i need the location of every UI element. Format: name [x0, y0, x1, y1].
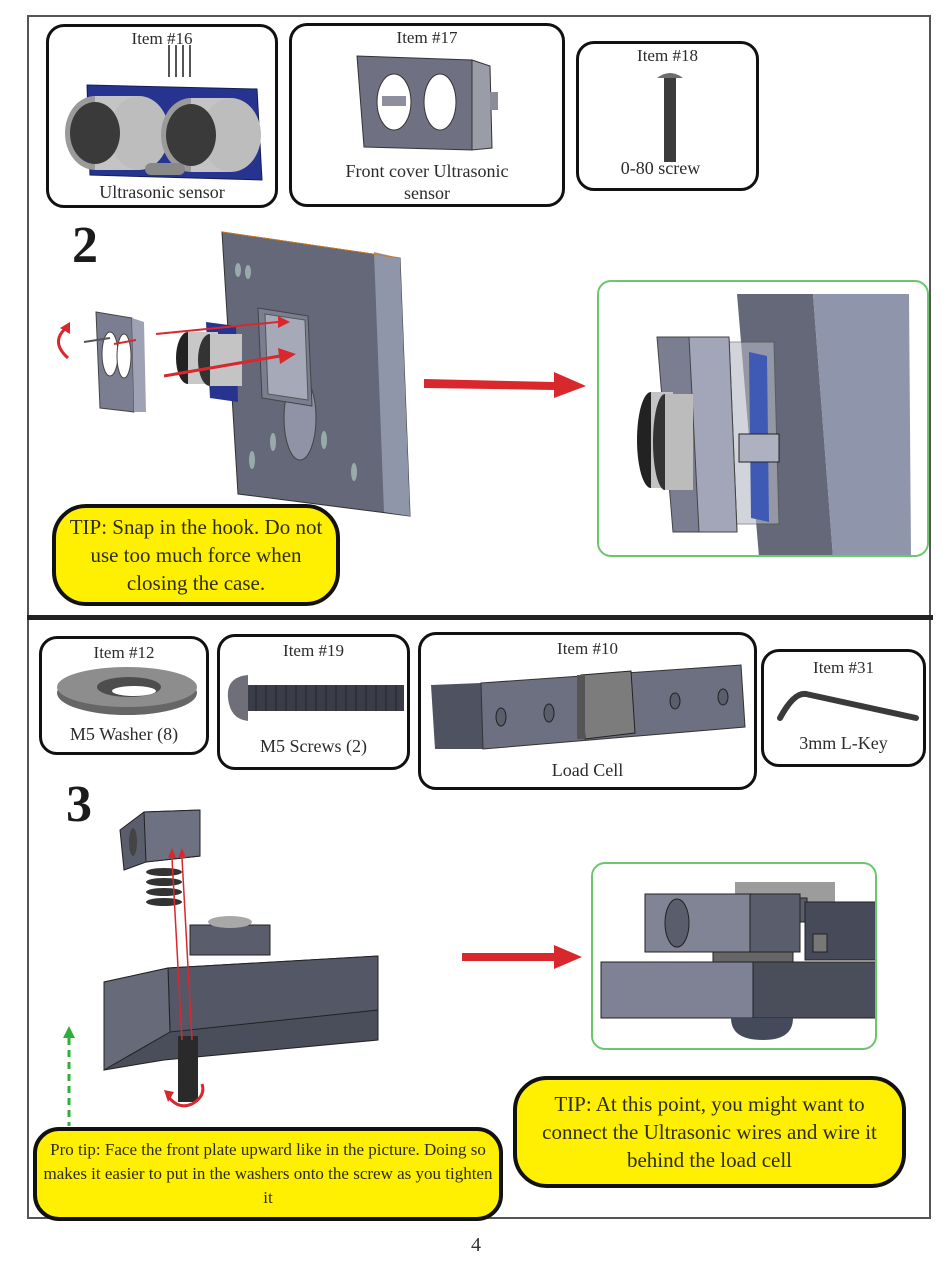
- step-2-result-view: [597, 280, 929, 557]
- page-number: 4: [471, 1234, 481, 1256]
- tip-callout-step-3: TIP: At this point, you might want to co…: [513, 1076, 906, 1188]
- item-title: Item #31: [813, 658, 874, 677]
- front-cover-icon: [356, 55, 498, 151]
- pro-tip-callout: Pro tip: Face the front plate upward lik…: [33, 1127, 503, 1221]
- step-number: 2: [72, 217, 98, 274]
- item-caption: Load Cell: [551, 760, 624, 780]
- guide-arrow-up-icon: [63, 1026, 75, 1126]
- item-title: Item #18: [637, 46, 698, 65]
- right-arrow-icon: [462, 945, 582, 969]
- item-card-12: Item #12 M5 Washer (8): [39, 636, 209, 755]
- item-card-10: Item #10 Load Cell: [418, 632, 757, 790]
- ultrasonic-sensor-icon: [65, 45, 263, 181]
- item-card-17: Item #17 Front cover Ultrasonic sensor: [289, 23, 565, 207]
- item-title: Item #10: [557, 639, 618, 658]
- item-card-18: Item #18 0-80 screw: [576, 41, 759, 191]
- load-cell-icon: [431, 664, 746, 750]
- item-caption: Front cover Ultrasonic sensor: [345, 161, 509, 203]
- screw-icon: [657, 73, 683, 162]
- step-3-exploded-illustration: [103, 809, 379, 1108]
- section-divider: [27, 615, 933, 620]
- washer-icon: [57, 667, 197, 715]
- item-caption: 3mm L-Key: [799, 733, 888, 753]
- assembled-load-cell-illustration: [600, 882, 875, 1040]
- step-3-result-view: [591, 862, 877, 1050]
- right-arrow-icon: [424, 372, 586, 398]
- assembled-sensor-illustration: [637, 294, 911, 555]
- item-card-16: Item #16 Ultrasonic sensor: [46, 24, 278, 208]
- m5-screw-icon: [227, 675, 404, 721]
- item-caption: Ultrasonic sensor: [99, 182, 225, 202]
- item-title: Item #12: [93, 643, 155, 662]
- item-caption: M5 Screws (2): [260, 736, 367, 756]
- item-title: Item #17: [396, 28, 458, 47]
- step-2-exploded-illustration: [57, 231, 411, 517]
- item-title: Item #16: [131, 29, 193, 48]
- item-title: Item #19: [283, 641, 344, 660]
- item-card-19: Item #19 M5 Screws (2): [217, 634, 410, 770]
- item-card-31: Item #31 3mm L-Key: [761, 649, 926, 767]
- l-key-icon: [777, 690, 919, 721]
- tip-callout-step-2: TIP: Snap in the hook. Do not use too mu…: [52, 504, 340, 606]
- step-number: 3: [66, 776, 92, 833]
- item-caption: 0-80 screw: [620, 158, 701, 178]
- item-caption: M5 Washer (8): [69, 724, 179, 744]
